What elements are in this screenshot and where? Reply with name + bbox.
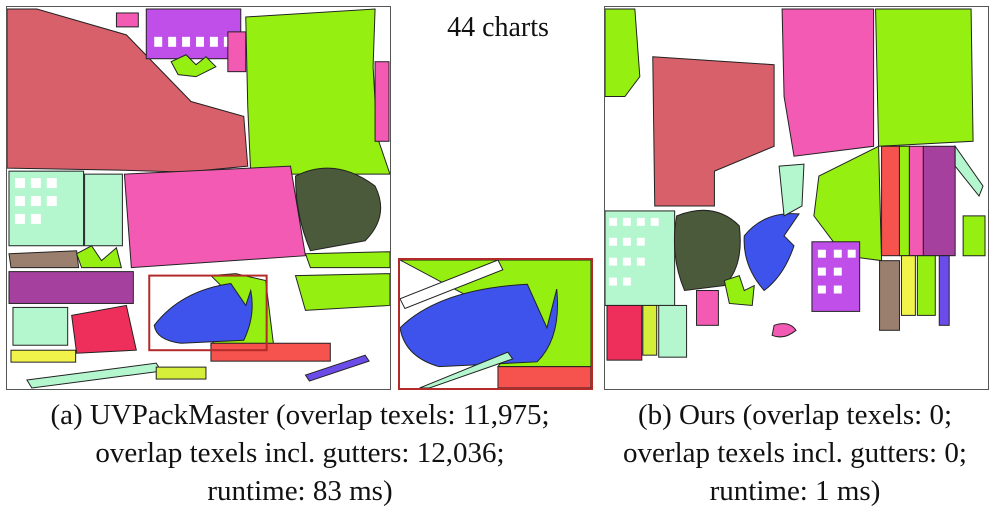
- chart-lime-zig-left: [76, 245, 123, 269]
- caption-ours: (b) Ours (overlap texels: 0; overlap tex…: [594, 396, 996, 510]
- chart-violet-strip: [938, 255, 950, 326]
- chart-violet-stroke: [304, 354, 370, 382]
- overlap-zoom-drawing: [400, 260, 591, 388]
- chart-red-bar: [210, 342, 331, 362]
- chart-mint-lower: [12, 306, 69, 346]
- ours-atlas-drawing: [605, 8, 986, 361]
- caption-b-line3: runtime: 1 ms): [709, 475, 881, 507]
- chart-pink: [781, 8, 875, 157]
- chart-lime-large: [245, 8, 390, 175]
- chart-brown-strip: [879, 260, 900, 331]
- chart-blue: [743, 213, 800, 292]
- chart-lime-block: [642, 304, 658, 356]
- chart-pink-blob: [771, 323, 797, 338]
- chart-mint-diag-right: [954, 144, 984, 197]
- overlap-zoom-inset: [398, 258, 593, 390]
- caption-uvpackmaster: (a) UVPackMaster (overlap texels: 11,975…: [0, 396, 600, 510]
- uvpackmaster-atlas-drawing: [7, 8, 390, 389]
- chart-lime-strip: [898, 145, 910, 257]
- chart-lime-zig: [723, 274, 755, 306]
- chart-purple-grid: [145, 8, 242, 60]
- chart-lime-mid: [304, 251, 390, 269]
- uvpackmaster-atlas: [6, 6, 391, 390]
- chart-rose: [652, 56, 775, 207]
- chart-mint-block: [84, 173, 123, 247]
- chart-red-strip: [881, 145, 900, 257]
- caption-a-line1: (a) UVPackMaster (overlap texels: 11,975…: [50, 399, 550, 431]
- chart-lime-large: [875, 8, 974, 147]
- chart-yellow-bar: [10, 349, 77, 363]
- zoom-mint-stripe: [400, 260, 504, 310]
- chart-blue: [153, 283, 253, 344]
- chart-rose-large: [7, 8, 249, 173]
- chart-mint-tall: [778, 163, 805, 217]
- chart-lime-right: [294, 273, 390, 311]
- ours-atlas: [604, 6, 989, 390]
- chart-lime-zigzag: [170, 54, 217, 78]
- chart-lime-top-left: [605, 8, 641, 98]
- zoom-red: [497, 366, 591, 388]
- chart-pink-small: [696, 290, 719, 326]
- chart-purple-strip: [922, 145, 956, 257]
- chart-lime-bottom: [155, 366, 207, 380]
- chart-lime-right-small: [962, 215, 986, 257]
- zoom-mint-diag: [419, 351, 514, 388]
- chart-pink-strip: [374, 61, 390, 142]
- zoom-blue: [400, 283, 558, 368]
- overlap-highlight-box: [148, 274, 268, 352]
- caption-b-line1: (b) Ours (overlap texels: 0;: [637, 399, 953, 431]
- chart-count-label: 44 charts: [447, 12, 549, 43]
- chart-lime-wedge: [813, 145, 883, 262]
- chart-pink-large: [123, 165, 307, 269]
- chart-brown-strip: [8, 250, 80, 269]
- caption-a-line2: overlap texels incl. gutters: 12,036;: [95, 437, 505, 469]
- chart-crimson: [606, 304, 643, 361]
- chart-pink-small-top: [115, 12, 139, 28]
- chart-mint-block: [658, 304, 688, 358]
- chart-crimson: [71, 304, 137, 354]
- caption-b-line2: overlap texels incl. gutters: 0;: [623, 437, 967, 469]
- chart-dark-olive: [294, 167, 382, 252]
- chart-pink-strip: [908, 145, 924, 257]
- chart-purple-band: [8, 271, 134, 304]
- chart-mint-diagonal: [26, 362, 163, 389]
- chart-yellow-strip: [900, 255, 916, 316]
- caption-a-line3: runtime: 83 ms): [207, 475, 393, 507]
- chart-dark-olive: [673, 209, 741, 292]
- chart-pink-narrow: [227, 31, 247, 73]
- chart-lime-strip-2: [916, 255, 936, 316]
